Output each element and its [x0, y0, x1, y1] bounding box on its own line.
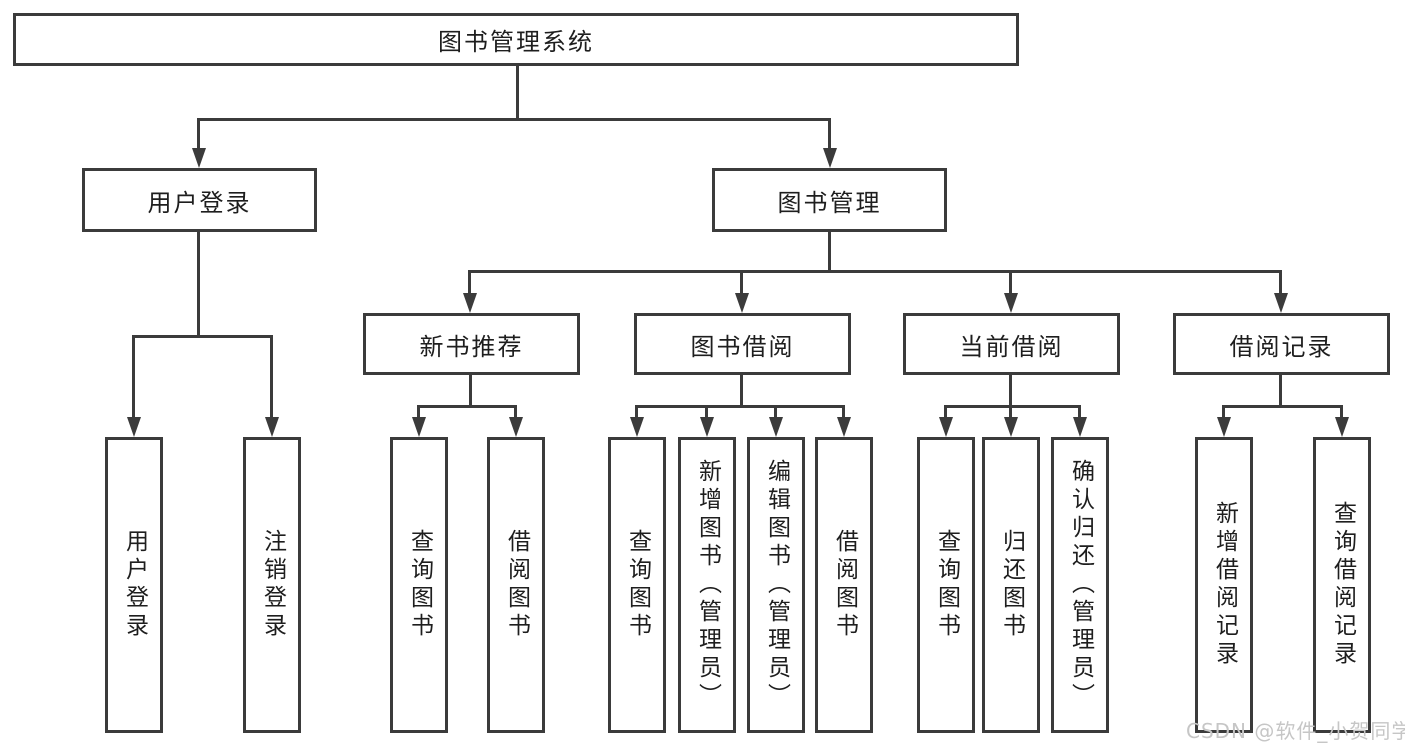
leaf-node-edit-books-admin: 编辑图书（管理员） — [747, 437, 805, 733]
node-borrow-records: 借阅记录 — [1173, 313, 1390, 375]
connector-line — [774, 405, 777, 421]
connector-line — [1279, 270, 1282, 296]
connector-line — [635, 405, 638, 421]
connector-line — [740, 374, 743, 408]
leaf-node-query-books-current: 查询图书 — [917, 437, 975, 733]
arrow-down-icon — [1004, 417, 1018, 437]
node-label: 图书借阅 — [690, 332, 795, 361]
leaf-node-add-borrow-record: 新增借阅记录 — [1195, 437, 1253, 733]
leaf-node-confirm-return-admin: 确认归还（管理员） — [1051, 437, 1109, 733]
connector-line — [828, 231, 831, 273]
arrow-down-icon — [837, 417, 851, 437]
arrow-down-icon — [823, 148, 837, 168]
connector-line — [468, 270, 1282, 273]
connector-line — [1009, 374, 1012, 408]
leaf-node-return-books: 归还图书 — [982, 437, 1040, 733]
leaf-node-borrow-books: 借阅图书 — [815, 437, 873, 733]
connector-line — [705, 405, 708, 421]
node-label: 图书管理系统 — [438, 28, 594, 56]
arrow-down-icon — [735, 293, 749, 313]
arrow-down-icon — [192, 148, 206, 168]
node-book-management: 图书管理 — [712, 168, 947, 232]
connector-line — [417, 405, 517, 408]
node-user-login: 用户登录 — [82, 168, 317, 232]
arrow-down-icon — [1274, 293, 1288, 313]
node-label: 新书推荐 — [419, 332, 524, 361]
leaf-node-query-borrow-record: 查询借阅记录 — [1313, 437, 1371, 733]
arrow-down-icon — [630, 417, 644, 437]
arrow-down-icon — [265, 417, 279, 437]
node-label: 借阅图书 — [831, 529, 858, 641]
connector-line — [270, 335, 273, 420]
arrow-down-icon — [1217, 417, 1231, 437]
connector-line — [944, 405, 947, 421]
connector-line — [516, 65, 519, 121]
node-label: 确认归还（管理员） — [1067, 459, 1094, 711]
node-book-borrow: 图书借阅 — [634, 313, 851, 375]
node-label: 归还图书 — [998, 529, 1025, 641]
connector-line — [1279, 374, 1282, 408]
node-label: 借阅图书 — [503, 529, 530, 641]
arrow-down-icon — [939, 417, 953, 437]
connector-line — [417, 405, 420, 421]
arrow-down-icon — [1004, 293, 1018, 313]
node-new-book-recommend: 新书推荐 — [363, 313, 580, 375]
node-label: 用户登录 — [121, 529, 148, 641]
leaf-node-query-books-borrow: 查询图书 — [608, 437, 666, 733]
node-current-borrow: 当前借阅 — [903, 313, 1120, 375]
connector-line — [1222, 405, 1343, 408]
leaf-node-query-books-recommend: 查询图书 — [390, 437, 448, 733]
connector-line — [197, 118, 831, 121]
node-label: 图书管理 — [777, 188, 882, 217]
node-label: 新增图书（管理员） — [694, 459, 721, 711]
leaf-node-user-login: 用户登录 — [105, 437, 163, 733]
connector-line — [132, 335, 135, 420]
node-label: 注销登录 — [259, 529, 286, 641]
node-label: 查询借阅记录 — [1329, 501, 1356, 669]
arrow-down-icon — [412, 417, 426, 437]
leaf-node-logout: 注销登录 — [243, 437, 301, 733]
connector-line — [514, 405, 517, 421]
connector-line — [635, 405, 845, 408]
connector-line — [1009, 270, 1012, 296]
connector-line — [468, 270, 471, 296]
node-label: 新增借阅记录 — [1211, 501, 1238, 669]
leaf-node-add-books-admin: 新增图书（管理员） — [678, 437, 736, 733]
connector-line — [132, 335, 273, 338]
node-label: 查询图书 — [406, 529, 433, 641]
connector-line — [1078, 405, 1081, 421]
arrow-down-icon — [127, 417, 141, 437]
node-label: 查询图书 — [933, 529, 960, 641]
arrow-down-icon — [509, 417, 523, 437]
arrow-down-icon — [1335, 417, 1349, 437]
arrow-down-icon — [769, 417, 783, 437]
watermark: CSDN @软件_小贺同学 — [1186, 719, 1405, 743]
arrow-down-icon — [463, 293, 477, 313]
connector-line — [197, 118, 200, 152]
connector-line — [1009, 405, 1012, 421]
node-label: 查询图书 — [624, 529, 651, 641]
node-label: 编辑图书（管理员） — [763, 459, 790, 711]
connector-line — [842, 405, 845, 421]
connector-line — [828, 118, 831, 152]
leaf-node-borrow-books-recommend: 借阅图书 — [487, 437, 545, 733]
connector-line — [740, 270, 743, 296]
arrow-down-icon — [1073, 417, 1087, 437]
arrow-down-icon — [700, 417, 714, 437]
node-label: 借阅记录 — [1229, 332, 1334, 361]
node-label: 当前借阅 — [959, 332, 1064, 361]
connector-line — [944, 405, 1081, 408]
connector-line — [469, 374, 472, 408]
node-label: 用户登录 — [147, 188, 252, 217]
node-book-management-system: 图书管理系统 — [13, 13, 1019, 66]
connector-line — [1222, 405, 1225, 421]
connector-line — [1340, 405, 1343, 421]
connector-line — [197, 231, 200, 338]
